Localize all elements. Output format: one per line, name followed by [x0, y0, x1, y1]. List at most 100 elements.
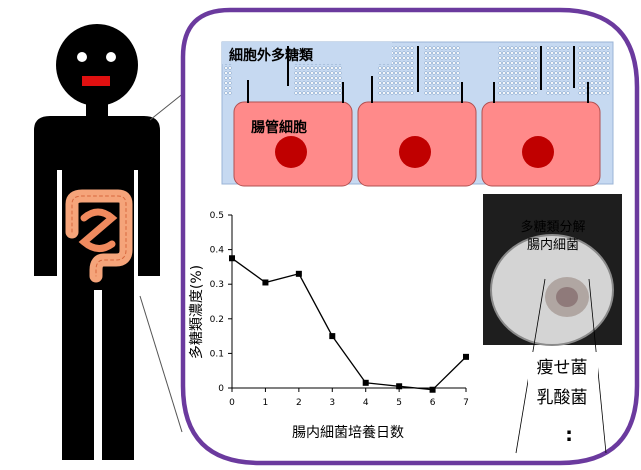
polysaccharide-dot — [406, 46, 410, 50]
polysaccharide-dot — [526, 56, 530, 60]
polysaccharide-dot — [530, 91, 534, 95]
polysaccharide-dot — [440, 61, 444, 65]
polysaccharide-dot — [578, 51, 582, 55]
polysaccharide-dot — [522, 46, 526, 50]
polysaccharide-dot — [534, 61, 538, 65]
polysaccharide-dot — [306, 91, 310, 95]
polysaccharide-dot — [562, 86, 566, 90]
polysaccharide-dot — [598, 56, 602, 60]
polysaccharide-dot — [506, 81, 510, 85]
polysaccharide-dot — [514, 46, 518, 50]
polysaccharide-dot — [530, 81, 534, 85]
polysaccharide-dot — [522, 61, 526, 65]
polysaccharide-dot — [436, 91, 440, 95]
polysaccharide-dot — [606, 76, 610, 80]
polysaccharide-dot — [228, 91, 232, 95]
polysaccharide-dot — [410, 66, 414, 70]
polysaccharide-dot — [578, 76, 582, 80]
polysaccharide-dot — [526, 46, 530, 50]
polysaccharide-dot — [602, 51, 606, 55]
polysaccharide-dot — [448, 71, 452, 75]
polysaccharide-dot — [390, 71, 394, 75]
polysaccharide-dot — [566, 86, 570, 90]
polysaccharide-dot — [382, 71, 386, 75]
polysaccharide-dot — [514, 91, 518, 95]
polysaccharide-dot — [598, 46, 602, 50]
polysaccharide-dot — [594, 81, 598, 85]
polysaccharide-dot — [448, 91, 452, 95]
polysaccharide-dot — [338, 71, 342, 75]
x-tick-label: 0 — [229, 398, 235, 408]
x-tick-label: 2 — [296, 398, 302, 408]
polysaccharide-dot — [394, 81, 398, 85]
polysaccharide-dot — [452, 51, 456, 55]
polysaccharide-dot — [510, 86, 514, 90]
polysaccharide-dot — [452, 76, 456, 80]
polysaccharide-dot — [406, 56, 410, 60]
polysaccharide-dot — [498, 56, 502, 60]
polysaccharide-dot — [440, 86, 444, 90]
polysaccharide-dot — [448, 51, 452, 55]
polysaccharide-dot — [448, 81, 452, 85]
photo-caption-line1: 多糖類分解 — [520, 219, 585, 235]
polysaccharide-dot — [382, 91, 386, 95]
polysaccharide-dot — [578, 91, 582, 95]
polysaccharide-dot — [394, 66, 398, 70]
polysaccharide-dot — [444, 76, 448, 80]
polysaccharide-dot — [456, 66, 460, 70]
left-leg — [62, 285, 94, 460]
polysaccharide-dot — [582, 51, 586, 55]
polysaccharide-dot — [326, 76, 330, 80]
polysaccharide-dot — [590, 56, 594, 60]
polysaccharide-dot — [534, 51, 538, 55]
polysaccharide-dot — [406, 91, 410, 95]
polysaccharide-dot — [314, 91, 318, 95]
polysaccharide-dot — [502, 66, 506, 70]
polysaccharide-dot — [432, 66, 436, 70]
polysaccharide-dot — [558, 86, 562, 90]
x-tick-label: 6 — [430, 398, 436, 408]
polysaccharide-dot — [590, 86, 594, 90]
series-line — [231, 257, 467, 391]
polysaccharide-dot — [550, 61, 554, 65]
polysaccharide-dot — [554, 61, 558, 65]
polysaccharide-dot — [456, 81, 460, 85]
polysaccharide-dot — [334, 81, 338, 85]
polysaccharide-dot — [534, 66, 538, 70]
polysaccharide-dot — [428, 76, 432, 80]
polysaccharide-dot — [398, 86, 402, 90]
polysaccharide-dot — [330, 71, 334, 75]
polysaccharide-dot — [510, 56, 514, 60]
polysaccharide-dot — [598, 76, 602, 80]
polysaccharide-dot — [534, 76, 538, 80]
data-point — [362, 379, 369, 386]
polysaccharide-dot — [402, 91, 406, 95]
polysaccharide-dot — [594, 91, 598, 95]
polysaccharide-dot — [522, 56, 526, 60]
polysaccharide-dot — [578, 71, 582, 75]
zoom-line-top — [149, 91, 186, 121]
polysaccharide-dot — [444, 86, 448, 90]
polysaccharide-dot — [514, 66, 518, 70]
polysaccharide-dot — [318, 71, 322, 75]
polysaccharide-dot — [582, 61, 586, 65]
polysaccharide-dot — [432, 56, 436, 60]
polysaccharide-dot — [566, 61, 570, 65]
polysaccharide-dot — [456, 56, 460, 60]
polysaccharide-dot — [594, 56, 598, 60]
polysaccharide-dot — [386, 91, 390, 95]
polysaccharide-dot — [326, 71, 330, 75]
polysaccharide-dot — [578, 66, 582, 70]
polysaccharide-dot — [566, 46, 570, 50]
polysaccharide-dot — [526, 91, 530, 95]
x-tick-label: 4 — [363, 398, 369, 408]
polysaccharide-dot — [526, 51, 530, 55]
polysaccharide-dot — [578, 86, 582, 90]
polysaccharide-dot — [514, 86, 518, 90]
polysaccharide-dot — [402, 71, 406, 75]
polysaccharide-dot — [334, 91, 338, 95]
polysaccharide-dot — [558, 81, 562, 85]
polysaccharide-dot — [224, 76, 228, 80]
